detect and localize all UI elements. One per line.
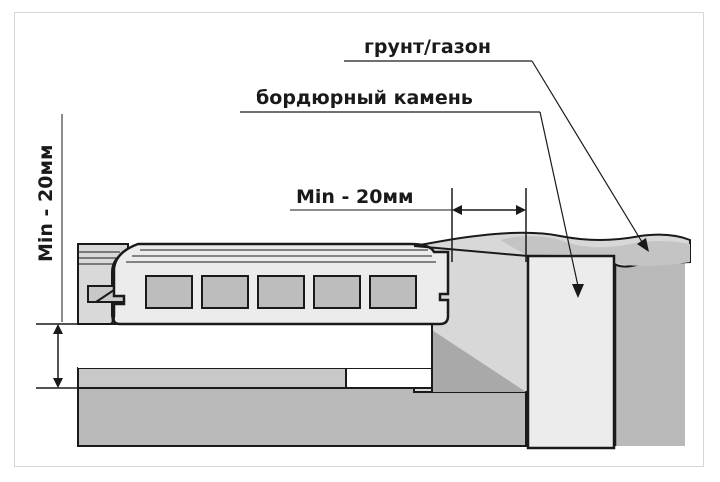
hollow-5 bbox=[369, 275, 417, 309]
hollow-1 bbox=[145, 275, 193, 309]
gap-horizontal-label: Min - 20мм bbox=[296, 186, 414, 208]
hollow-4 bbox=[313, 275, 361, 309]
gap-dimension-horizontal: Min - 20мм bbox=[290, 186, 527, 262]
gap-vertical-label: Min - 20мм bbox=[35, 144, 57, 262]
support-joist bbox=[77, 367, 433, 389]
diagram-frame bbox=[14, 12, 704, 467]
underlay-layer bbox=[78, 324, 432, 368]
soil-wedge bbox=[432, 330, 526, 392]
hollow-2 bbox=[201, 275, 249, 309]
ground-lawn-label: грунт/газон bbox=[364, 36, 491, 58]
ground-lawn-callout: грунт/газон bbox=[344, 36, 649, 252]
ground-lawn-surface bbox=[413, 231, 691, 393]
hollow-3 bbox=[257, 275, 305, 309]
curb-stone-callout: бордюрный камень bbox=[240, 87, 584, 298]
gap-dimension-vertical: Min - 20мм bbox=[35, 114, 78, 389]
board-hollows bbox=[145, 275, 417, 309]
curb-stone bbox=[526, 254, 616, 450]
curb-stone-label: бордюрный камень bbox=[256, 87, 473, 109]
